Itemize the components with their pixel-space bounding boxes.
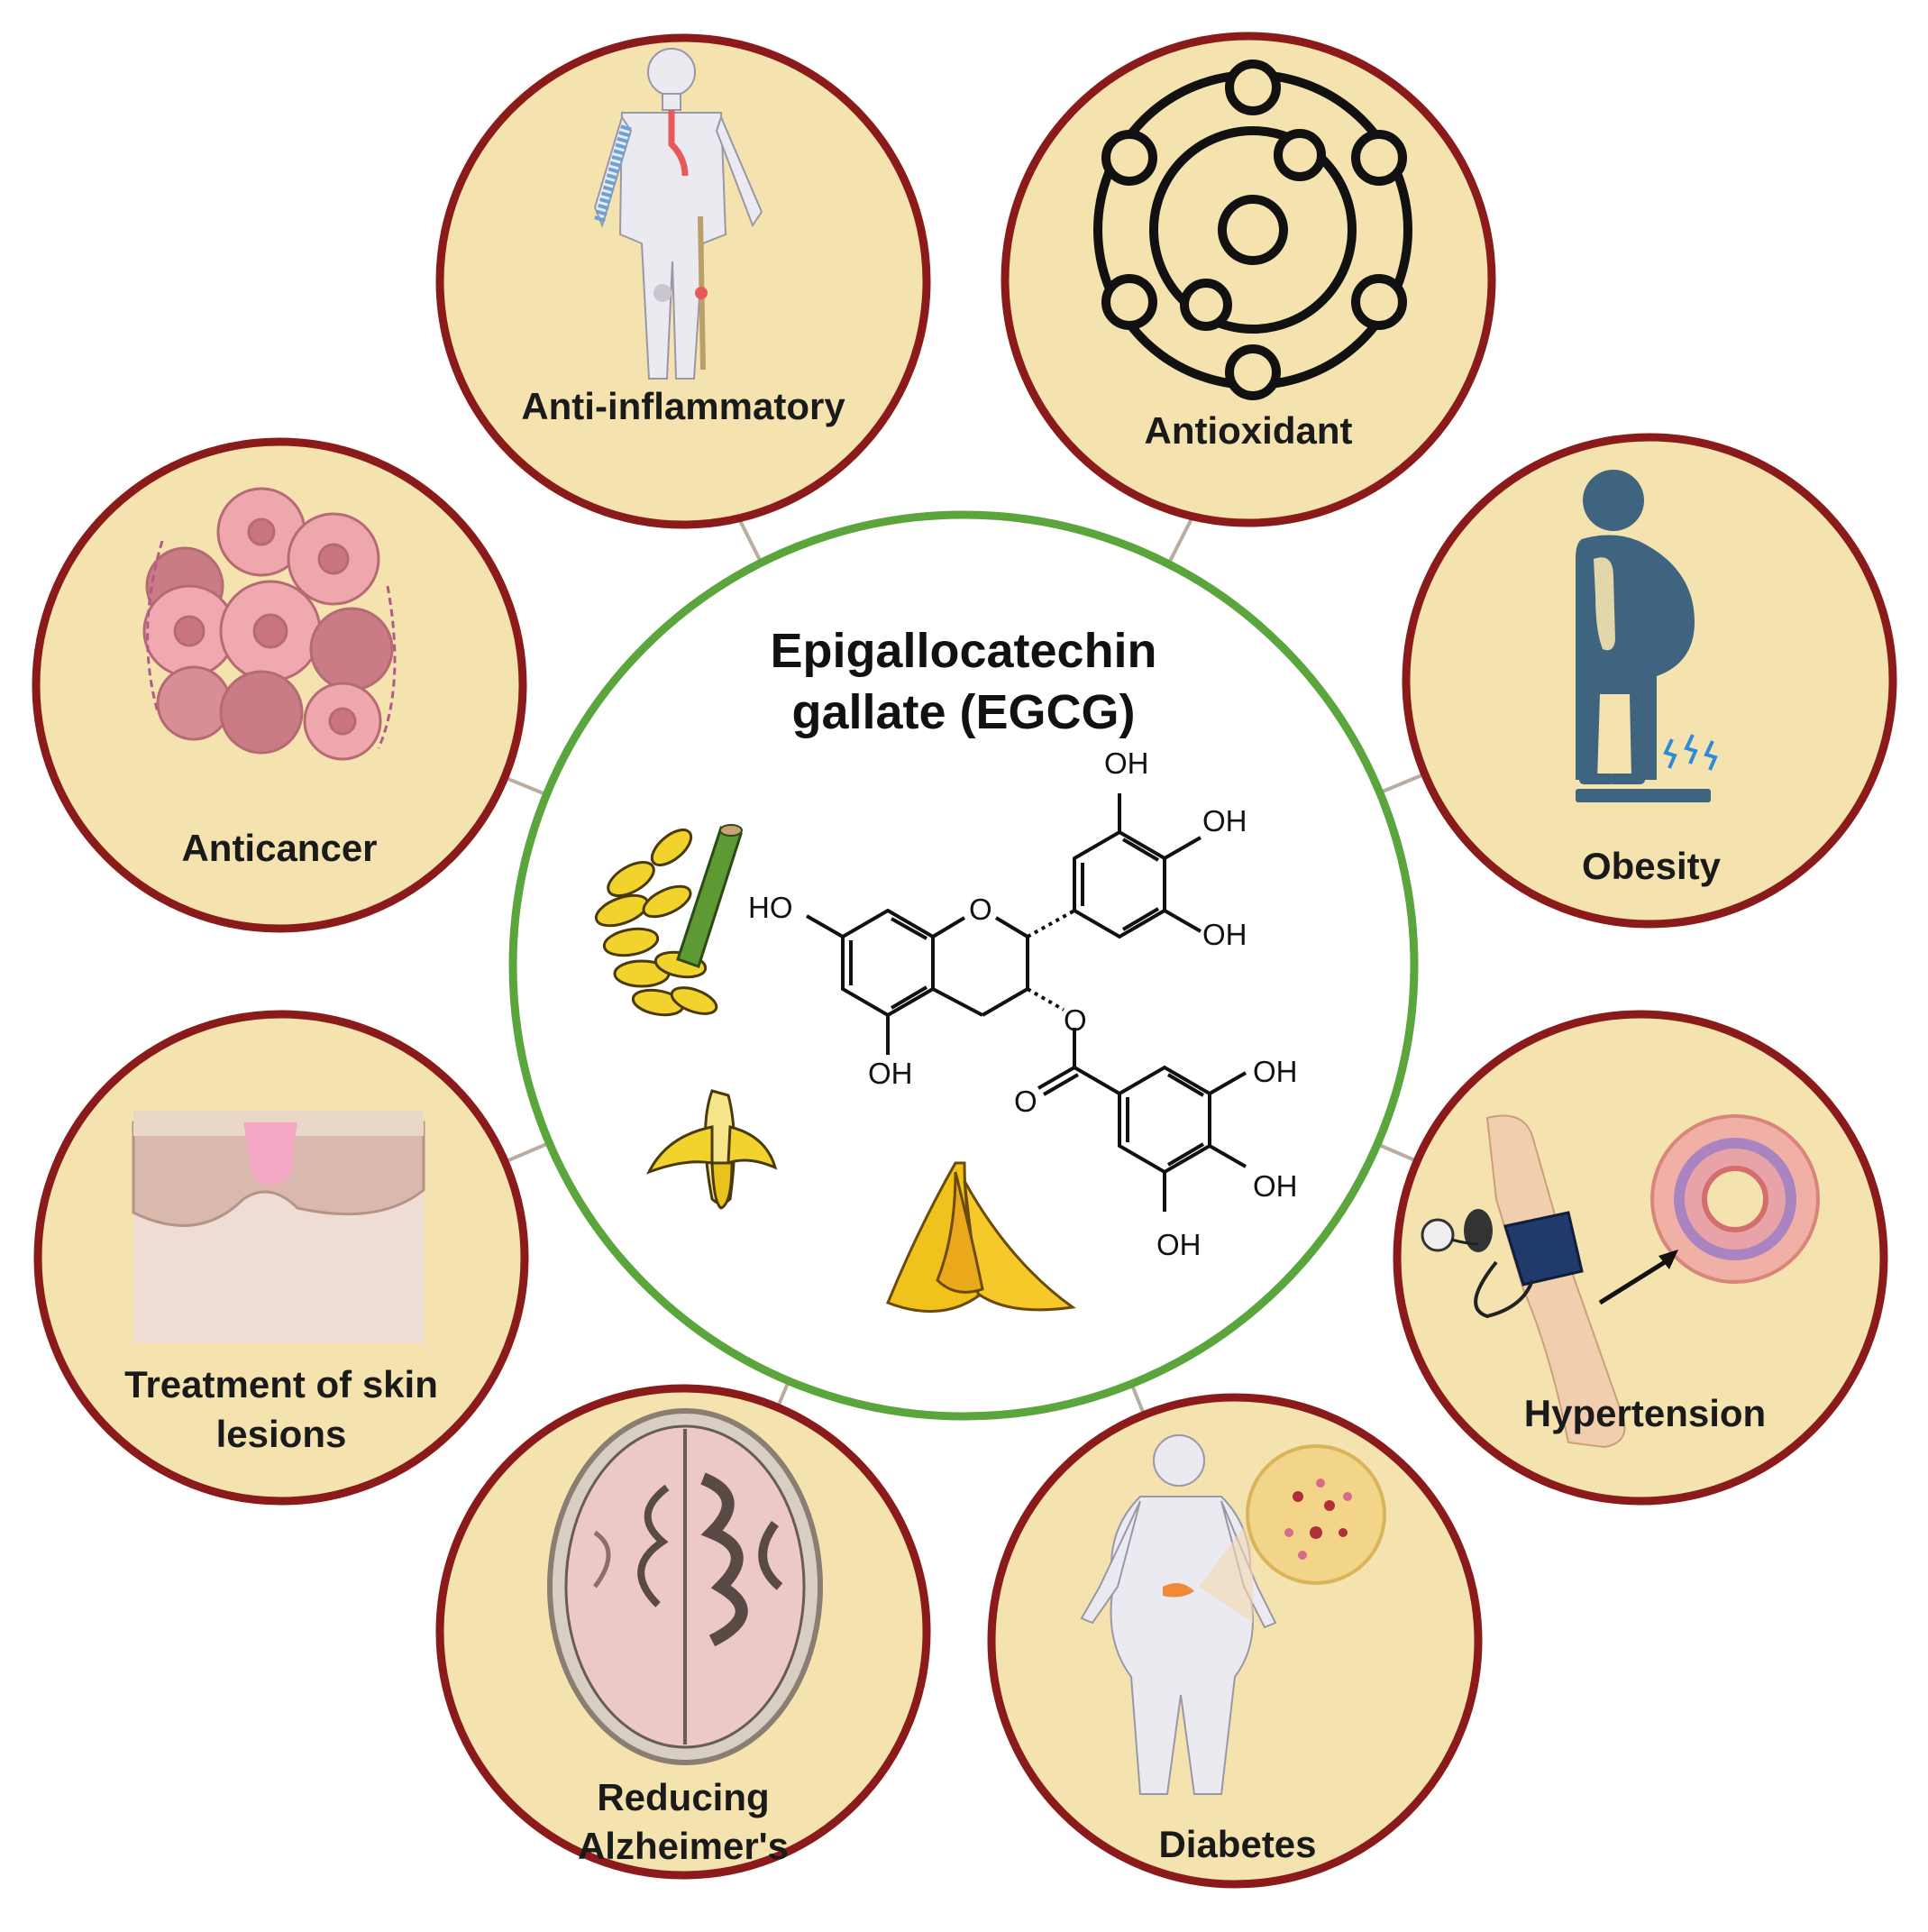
benefit-anticancer: Anticancer bbox=[32, 437, 527, 933]
label-oh-top: OH bbox=[1104, 746, 1149, 780]
benefit-antioxidant: Antioxidant bbox=[1001, 32, 1496, 527]
label-skin-line-2: lesions bbox=[216, 1413, 347, 1455]
benefit-alzheimers: Reducing Alzheimer's bbox=[435, 1384, 931, 1880]
peeled-banana-icon bbox=[645, 1089, 778, 1210]
benefit-diabetes: Diabetes bbox=[987, 1393, 1483, 1889]
benefit-obesity: Obesity bbox=[1402, 433, 1897, 929]
label-oh-gallate-1: OH bbox=[1253, 1055, 1298, 1088]
benefit-hypertension: Hypertension bbox=[1393, 1010, 1888, 1506]
label-oh-gallate-3: OH bbox=[1156, 1228, 1202, 1261]
cancer-cells-icon bbox=[142, 487, 394, 761]
arm-icon bbox=[1485, 1114, 1626, 1449]
egcg-atom-labels: OH OH OH HO O O O OH OH OH OH bbox=[748, 746, 1298, 1261]
label-hypertension: Hypertension bbox=[1524, 1392, 1766, 1434]
human-body-icon bbox=[593, 48, 763, 380]
pancreas-tissue-icon bbox=[1246, 1444, 1386, 1585]
center-panel: Epigallocatechin gallate (EGCG) bbox=[508, 510, 1419, 1421]
label-anticancer: Anticancer bbox=[181, 827, 377, 869]
benefit-skin-lesions: Treatment of skin lesions bbox=[33, 1010, 529, 1506]
title-line-1: Epigallocatechin bbox=[770, 624, 1156, 678]
label-oh-gallate-2: OH bbox=[1253, 1169, 1298, 1203]
label-skin-line-1: Treatment of skin bbox=[124, 1363, 438, 1406]
label-ho-left: HO bbox=[748, 891, 793, 924]
label-oh-upper-right: OH bbox=[1202, 804, 1247, 838]
banana-bunch-icon bbox=[594, 824, 743, 1017]
label-anti-inflammatory: Anti-inflammatory bbox=[521, 385, 845, 427]
label-alz-line-2: Alzheimer's bbox=[578, 1825, 789, 1867]
egcg-structure bbox=[806, 793, 1247, 1212]
label-antioxidant: Antioxidant bbox=[1145, 409, 1353, 452]
label-oh-bottom-left: OH bbox=[868, 1057, 913, 1090]
label-ester-o: O bbox=[1064, 1003, 1087, 1037]
label-oh-mid-right: OH bbox=[1202, 918, 1247, 951]
atom-icon bbox=[1093, 60, 1412, 400]
vibration-icon bbox=[1663, 734, 1718, 771]
banana-peel-icon bbox=[886, 1161, 1076, 1314]
label-obesity: Obesity bbox=[1582, 845, 1722, 887]
artery-cross-section-icon bbox=[1650, 1114, 1820, 1284]
obese-person-on-scale-icon bbox=[1576, 470, 1711, 802]
skin-lesion-icon bbox=[132, 1111, 425, 1343]
label-alz-line-1: Reducing bbox=[597, 1776, 769, 1818]
benefit-anti-inflammatory: Anti-inflammatory bbox=[435, 33, 931, 529]
title-line-2: gallate (EGCG) bbox=[791, 685, 1135, 739]
brain-icon bbox=[547, 1408, 823, 1765]
blood-pressure-cuff-icon bbox=[1421, 1209, 1584, 1319]
label-ring-o: O bbox=[969, 893, 992, 926]
label-carbonyl-o: O bbox=[1014, 1085, 1037, 1118]
label-diabetes: Diabetes bbox=[1158, 1823, 1316, 1865]
